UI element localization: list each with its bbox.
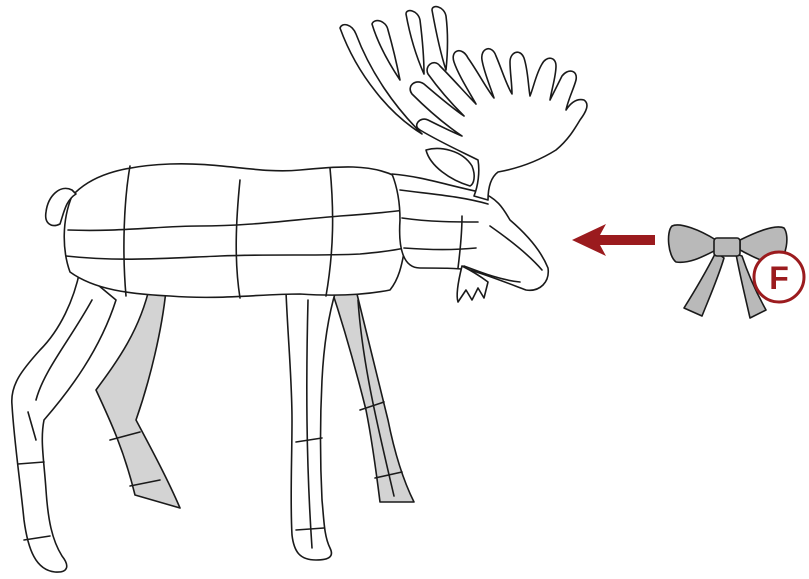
near-hind-leg	[12, 270, 116, 572]
moose-body	[46, 164, 408, 298]
part-badge-label: F	[769, 260, 789, 296]
direction-arrow	[572, 224, 655, 256]
far-front-leg	[330, 285, 414, 502]
moose-head	[392, 149, 548, 302]
part-badge: F	[754, 252, 804, 302]
moose-figure	[12, 7, 587, 572]
arrow-icon	[572, 224, 655, 256]
near-front-leg	[286, 290, 336, 560]
